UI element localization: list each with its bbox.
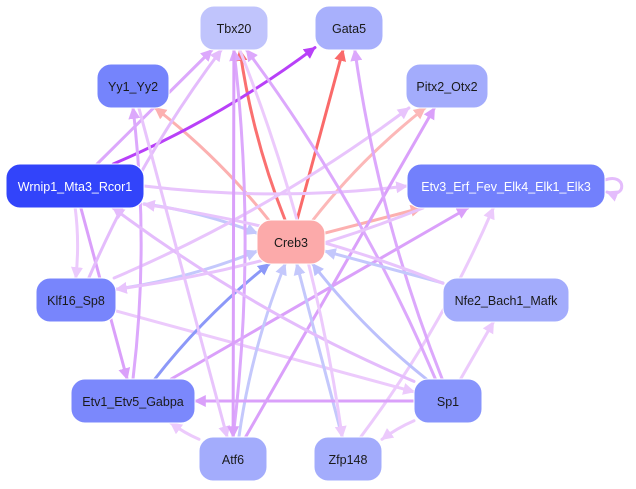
node-label: Pitx2_Otx2 xyxy=(416,80,477,94)
node-box xyxy=(313,436,383,482)
edge-wrnip1-mta3-rcor1-to-gata5 xyxy=(111,46,317,166)
edge-yy1-yy2-to-atf6 xyxy=(137,106,231,439)
node-sp1[interactable]: Sp1 xyxy=(413,378,483,424)
edge-sp1-to-zfp148 xyxy=(380,419,416,441)
node-box xyxy=(314,5,384,51)
node-label: Etv3_Erf_Fev_Elk4_Elk1_Elk3 xyxy=(421,180,591,194)
edge-atf6-to-tbx20 xyxy=(229,48,247,439)
node-zfp148[interactable]: Zfp148 xyxy=(313,436,383,482)
node-label: Gata5 xyxy=(332,22,366,36)
edge-wrnip1-mta3-rcor1-to-etv3-erf-fev-elk4-elk1-elk3 xyxy=(142,181,409,196)
node-box xyxy=(198,436,268,482)
edge-etv1-etv5-gabpa-to-creb3 xyxy=(153,262,271,381)
node-label: Wrnip1_Mta3_Rcor1 xyxy=(18,180,132,194)
edge-tbx20-to-atf6 xyxy=(227,48,240,439)
edge-creb3-to-gata5 xyxy=(295,48,346,222)
edge-klf16-sp8-to-pitx2-otx2 xyxy=(112,106,411,280)
node-label: Creb3 xyxy=(274,236,308,250)
node-pitx2-otx2[interactable]: Pitx2_Otx2 xyxy=(405,63,489,109)
edge-klf16-sp8-to-sp1 xyxy=(114,309,416,395)
node-box xyxy=(256,219,326,265)
node-box xyxy=(413,378,483,424)
edge-zfp148-to-etv3-erf-fev-elk4-elk1-elk3 xyxy=(359,206,495,439)
edge-atf6-to-etv1-etv5-gabpa xyxy=(169,421,201,441)
edge-creb3-to-pitx2-otx2 xyxy=(311,106,427,222)
node-label: Tbx20 xyxy=(217,22,252,36)
node-label: Zfp148 xyxy=(329,453,368,467)
node-gata5[interactable]: Gata5 xyxy=(314,5,384,51)
node-box xyxy=(5,163,145,209)
edges-layer xyxy=(71,46,624,441)
node-box xyxy=(35,277,117,323)
node-wrnip1-mta3-rcor1[interactable]: Wrnip1_Mta3_Rcor1 xyxy=(5,163,145,209)
edge-creb3-to-tbx20 xyxy=(235,48,287,222)
edge-sp1-to-wrnip1-mta3-rcor1 xyxy=(111,206,416,383)
edge-sp1-to-tbx20 xyxy=(245,48,437,381)
node-label: Sp1 xyxy=(437,395,459,409)
edge-klf16-sp8-to-tbx20 xyxy=(87,48,223,280)
node-tbx20[interactable]: Tbx20 xyxy=(199,5,269,51)
node-nfe2-bach1-mafk[interactable]: Nfe2_Bach1_Mafk xyxy=(442,277,570,323)
edge-sp1-to-creb3 xyxy=(311,262,428,381)
node-box xyxy=(406,163,606,209)
node-label: Nfe2_Bach1_Mafk xyxy=(455,294,559,308)
node-box xyxy=(405,63,489,109)
edge-sp1-to-gata5 xyxy=(350,48,444,381)
nodes-layer: Tbx20 Gata5 Yy1_Yy2 Pitx2_Otx2 Wrnip1_Mt… xyxy=(5,5,606,482)
node-box xyxy=(96,63,170,109)
edge-creb3-to-etv3-erf-fev-elk4-elk1-elk3 xyxy=(323,204,423,235)
node-label: Yy1_Yy2 xyxy=(108,80,158,94)
edge-etv1-etv5-gabpa-to-yy1-yy2 xyxy=(128,106,143,381)
edge-atf6-to-pitx2-otx2 xyxy=(244,106,436,439)
edge-wrnip1-mta3-rcor1-to-klf16-sp8 xyxy=(71,206,83,280)
node-label: Klf16_Sp8 xyxy=(47,294,105,308)
node-box xyxy=(442,277,570,323)
node-box xyxy=(70,378,196,424)
edge-atf6-to-creb3 xyxy=(237,262,287,439)
node-klf16-sp8[interactable]: Klf16_Sp8 xyxy=(35,277,117,323)
edge-sp1-to-nfe2-bach1-mafk xyxy=(459,320,495,381)
edge-zfp148-to-creb3 xyxy=(293,262,344,439)
node-label: Atf6 xyxy=(222,453,244,467)
edge-etv3-erf-fev-elk4-elk1-elk3-to-etv3-erf-fev-elk4-elk1-elk3 xyxy=(603,177,624,202)
edge-etv1-etv5-gabpa-to-etv3-erf-fev-elk4-elk1-elk3 xyxy=(169,206,470,381)
node-label: Etv1_Etv5_Gabpa xyxy=(82,395,184,409)
edge-creb3-to-yy1-yy2 xyxy=(153,106,271,222)
node-yy1-yy2[interactable]: Yy1_Yy2 xyxy=(96,63,170,109)
node-atf6[interactable]: Atf6 xyxy=(198,436,268,482)
node-etv3-erf-fev-elk4-elk1-elk3[interactable]: Etv3_Erf_Fev_Elk4_Elk1_Elk3 xyxy=(406,163,606,209)
node-box xyxy=(199,5,269,51)
node-etv1-etv5-gabpa[interactable]: Etv1_Etv5_Gabpa xyxy=(70,378,196,424)
node-creb3[interactable]: Creb3 xyxy=(256,219,326,265)
